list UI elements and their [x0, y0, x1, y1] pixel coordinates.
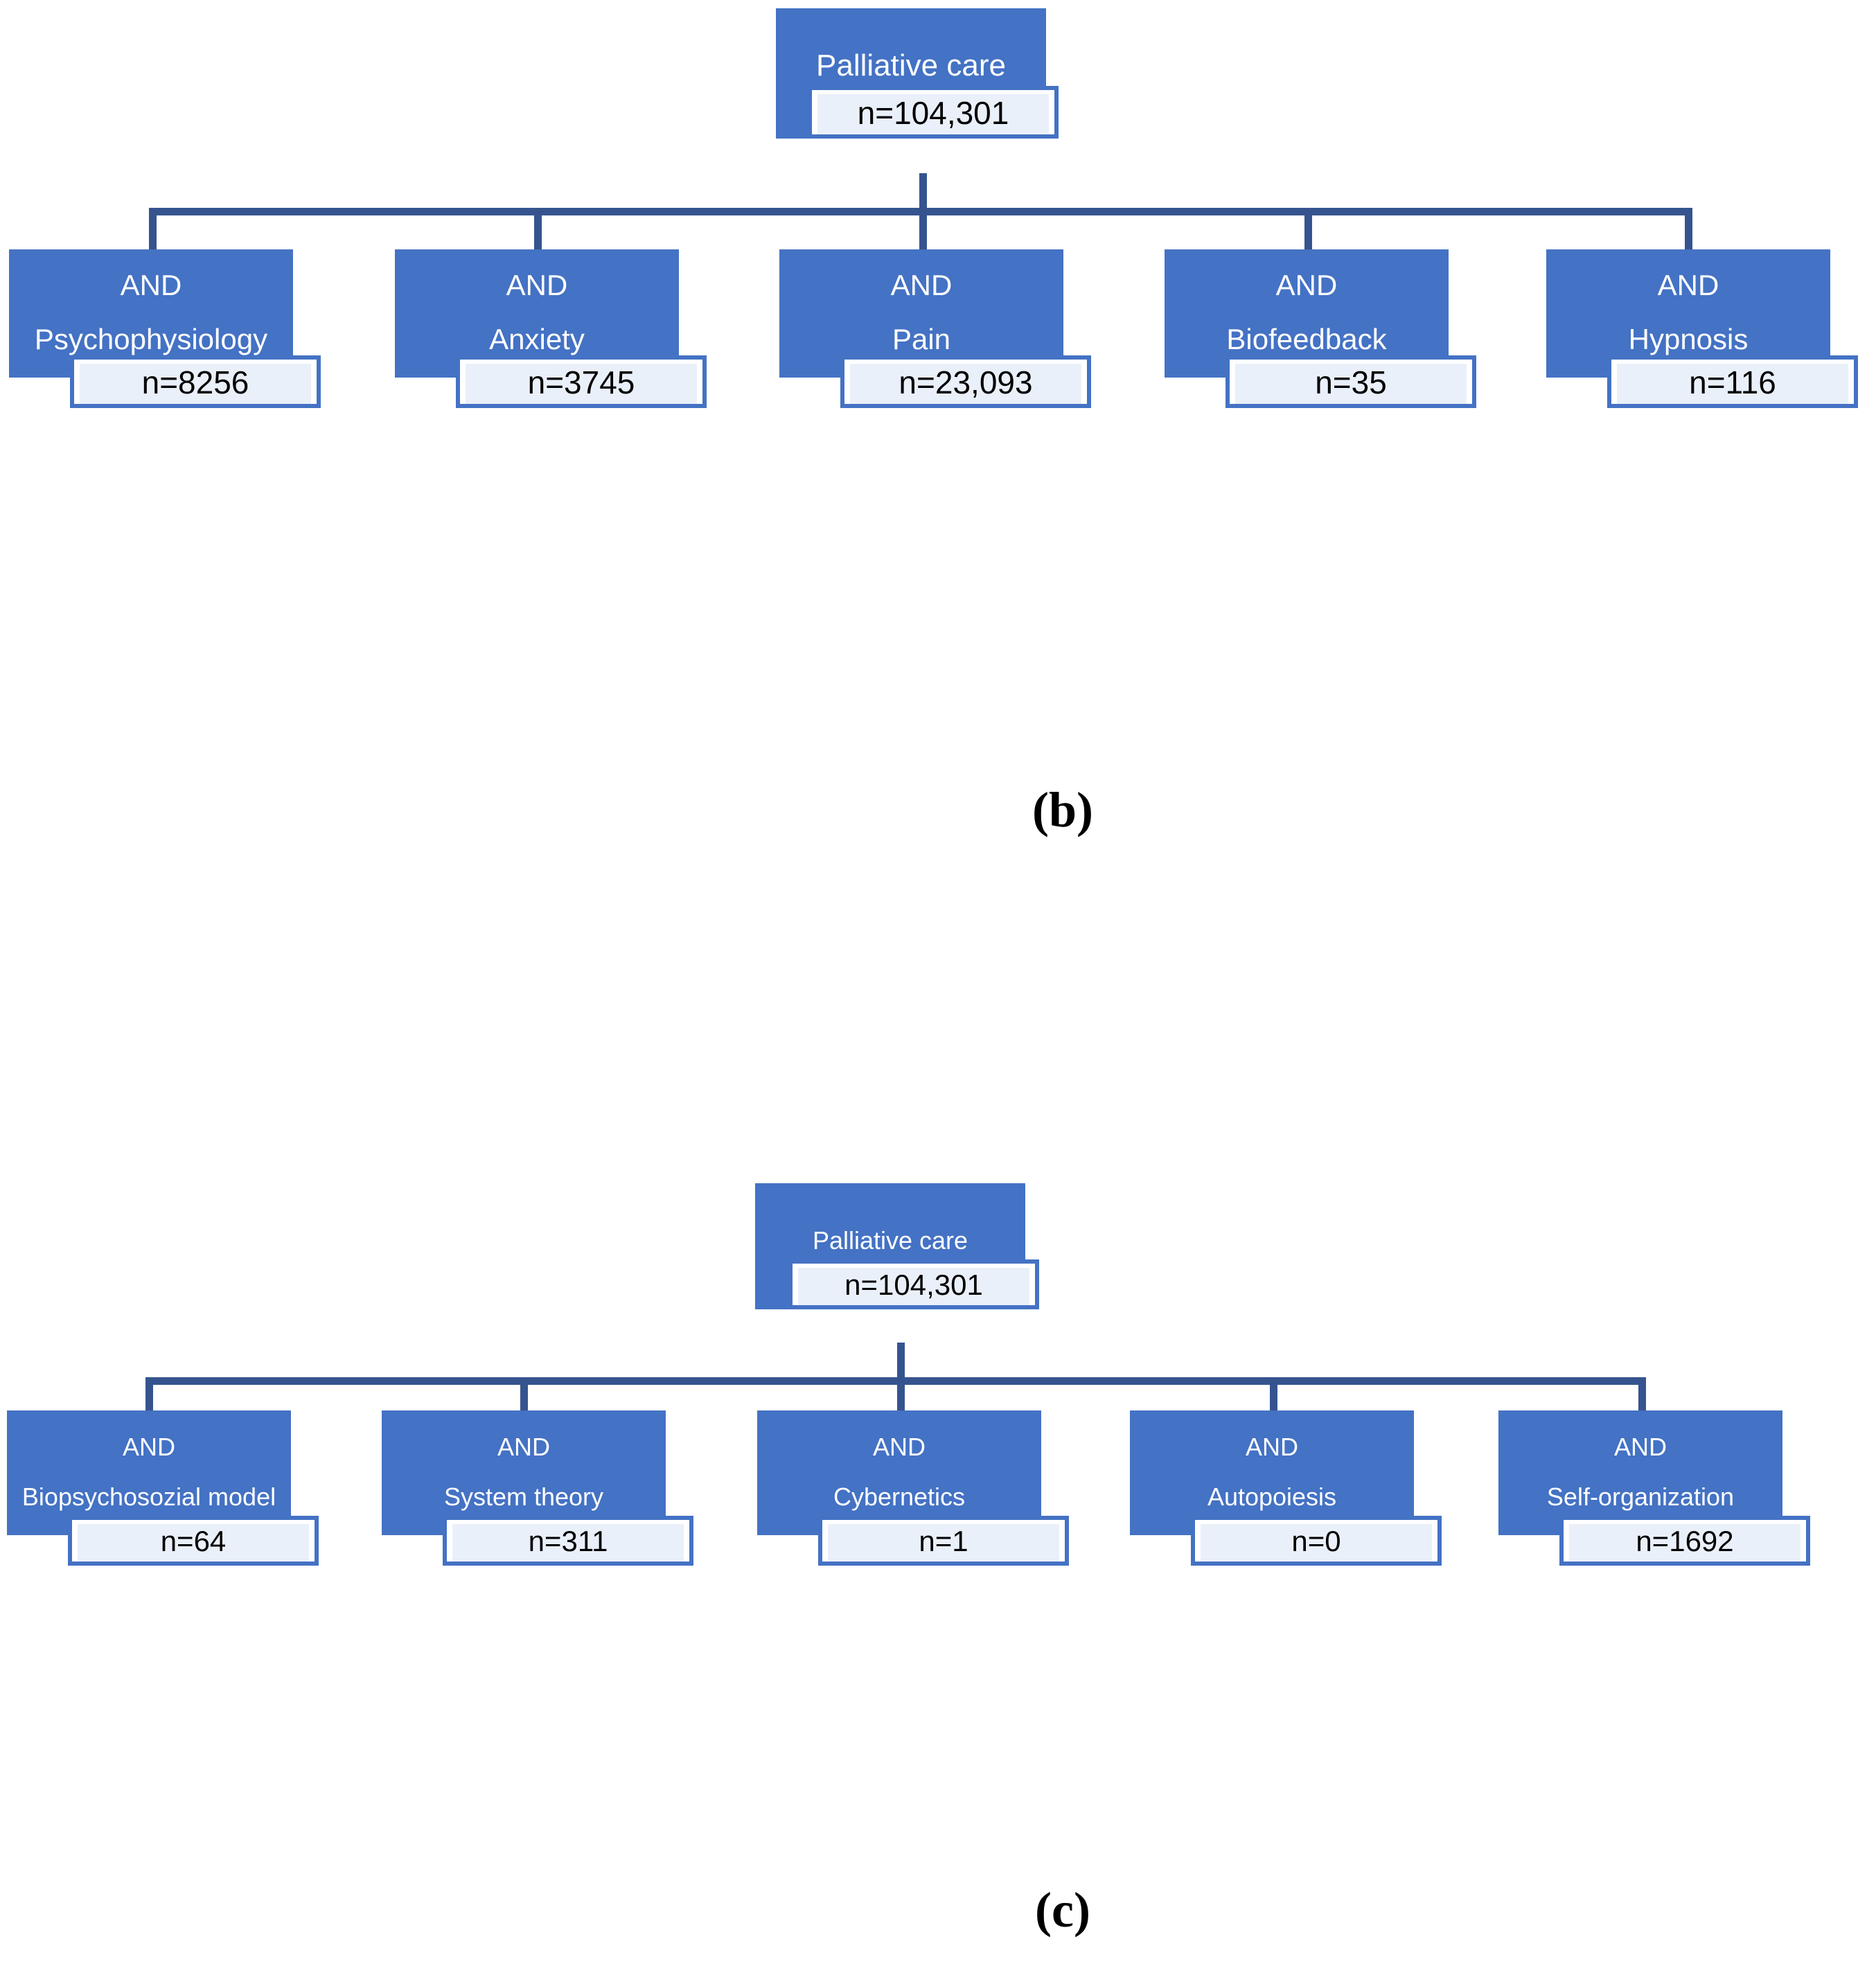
- child-node-b-4-count: n=35: [1315, 364, 1387, 400]
- child-node-c-4-count: n=0: [1291, 1525, 1341, 1557]
- child-node-b-2-count: n=3745: [527, 364, 635, 400]
- child-node-c-3-count: n=1: [919, 1525, 968, 1557]
- connector-drop-c-3: [897, 1377, 905, 1437]
- child-node-c-4-count-badge: n=0: [1191, 1516, 1442, 1566]
- badge-highlight: [1201, 1524, 1432, 1561]
- child-node-c-2-operator: AND: [497, 1433, 550, 1461]
- badge-highlight: [80, 364, 311, 404]
- badge-highlight: [78, 1524, 309, 1561]
- child-node-c-2-count: n=311: [528, 1525, 608, 1557]
- child-node-c-5-count: n=1692: [1636, 1525, 1734, 1557]
- child-node-b-4-term: Biofeedback: [1226, 323, 1387, 355]
- child-node-c-3-count-badge: n=1: [818, 1516, 1069, 1566]
- child-node-c-4-box[interactable]: AND Autopoiesis: [1130, 1410, 1414, 1535]
- badge-highlight: [828, 1524, 1059, 1561]
- connector-drop-b-2: [534, 208, 542, 267]
- child-node-c-5-box[interactable]: AND Self-organization: [1498, 1410, 1782, 1535]
- child-node-c-2-term: System theory: [443, 1483, 604, 1511]
- badge-highlight: [1569, 1524, 1800, 1561]
- child-node-b-4-operator: AND: [1275, 269, 1338, 301]
- badge-highlight: [798, 1268, 1029, 1305]
- child-node-b-2-count-badge: n=3745: [456, 355, 707, 408]
- badge-highlight: [1617, 364, 1848, 404]
- connector-drop-c-5: [1638, 1377, 1646, 1437]
- child-node-c-3-term: Cybernetics: [833, 1483, 966, 1511]
- child-node-b-1-term: Psychophysiology: [34, 323, 268, 355]
- badge-highlight: [850, 364, 1081, 404]
- connector-root-stem-c: [897, 1343, 905, 1393]
- child-node-b-3-term: Pain: [892, 323, 951, 355]
- connector-drop-b-4: [1304, 208, 1312, 267]
- child-node-c-1-operator: AND: [122, 1433, 175, 1461]
- connector-drop-b-5: [1685, 208, 1692, 267]
- child-node-c-2-count-badge: n=311: [443, 1516, 693, 1566]
- child-node-c-4-term: Autopoiesis: [1207, 1483, 1337, 1511]
- panel-label-c: (c): [1035, 1882, 1090, 1938]
- connector-drop-c-1: [145, 1377, 153, 1437]
- child-node-b-5-count-badge: n=116: [1607, 355, 1858, 408]
- child-node-c-5-count-badge: n=1692: [1559, 1516, 1810, 1566]
- child-node-c-5-term: Self-organization: [1546, 1483, 1735, 1511]
- connector-drop-c-2: [520, 1377, 528, 1437]
- child-node-c-1-count-badge: n=64: [68, 1516, 319, 1566]
- child-node-c-1-count: n=64: [160, 1525, 227, 1557]
- child-node-b-3-operator: AND: [890, 269, 953, 301]
- child-node-c-2-box[interactable]: AND System theory: [382, 1410, 666, 1535]
- child-node-c-3-box[interactable]: AND Cybernetics: [757, 1410, 1041, 1535]
- child-node-b-5-operator: AND: [1657, 269, 1719, 301]
- child-node-b-1-operator: AND: [120, 269, 182, 301]
- child-node-c-3-operator: AND: [872, 1433, 926, 1461]
- child-node-b-5-count: n=116: [1689, 364, 1776, 400]
- root-node-b-count: n=104,301: [857, 95, 1009, 131]
- root-node-c-count: n=104,301: [844, 1268, 983, 1301]
- badge-highlight: [466, 364, 697, 404]
- child-node-b-1-count-badge: n=8256: [70, 355, 321, 408]
- child-node-b-2-operator: AND: [506, 269, 568, 301]
- connector-root-stem-b: [919, 173, 927, 223]
- child-node-b-3-count: n=23,093: [899, 364, 1033, 400]
- child-node-b-3-count-badge: n=23,093: [840, 355, 1091, 408]
- connector-drop-b-3: [919, 208, 927, 267]
- badge-highlight: [1235, 364, 1467, 404]
- badge-highlight: [452, 1524, 684, 1561]
- child-node-b-4-count-badge: n=35: [1225, 355, 1476, 408]
- panel-label-b: (b): [1032, 782, 1093, 838]
- connector-drop-c-4: [1270, 1377, 1277, 1437]
- child-node-b-1-count: n=8256: [141, 364, 249, 400]
- badge-highlight: [817, 94, 1049, 134]
- root-node-c-title: Palliative care: [812, 1226, 968, 1255]
- child-node-c-1-box[interactable]: AND Biopsychosozial model: [7, 1410, 291, 1535]
- connector-drop-b-1: [149, 208, 157, 267]
- connector-bus-c: [145, 1377, 1646, 1385]
- child-node-b-2-term: Anxiety: [489, 323, 585, 355]
- root-node-c-count-badge: n=104,301: [788, 1259, 1039, 1309]
- child-node-c-5-operator: AND: [1613, 1433, 1667, 1461]
- child-node-b-5-term: Hypnosis: [1628, 323, 1749, 355]
- child-node-c-1-term: Biopsychosozial model: [21, 1483, 276, 1511]
- root-node-b-title: Palliative care: [816, 48, 1006, 82]
- root-node-b-count-badge: n=104,301: [808, 86, 1059, 139]
- child-node-c-4-operator: AND: [1245, 1433, 1298, 1461]
